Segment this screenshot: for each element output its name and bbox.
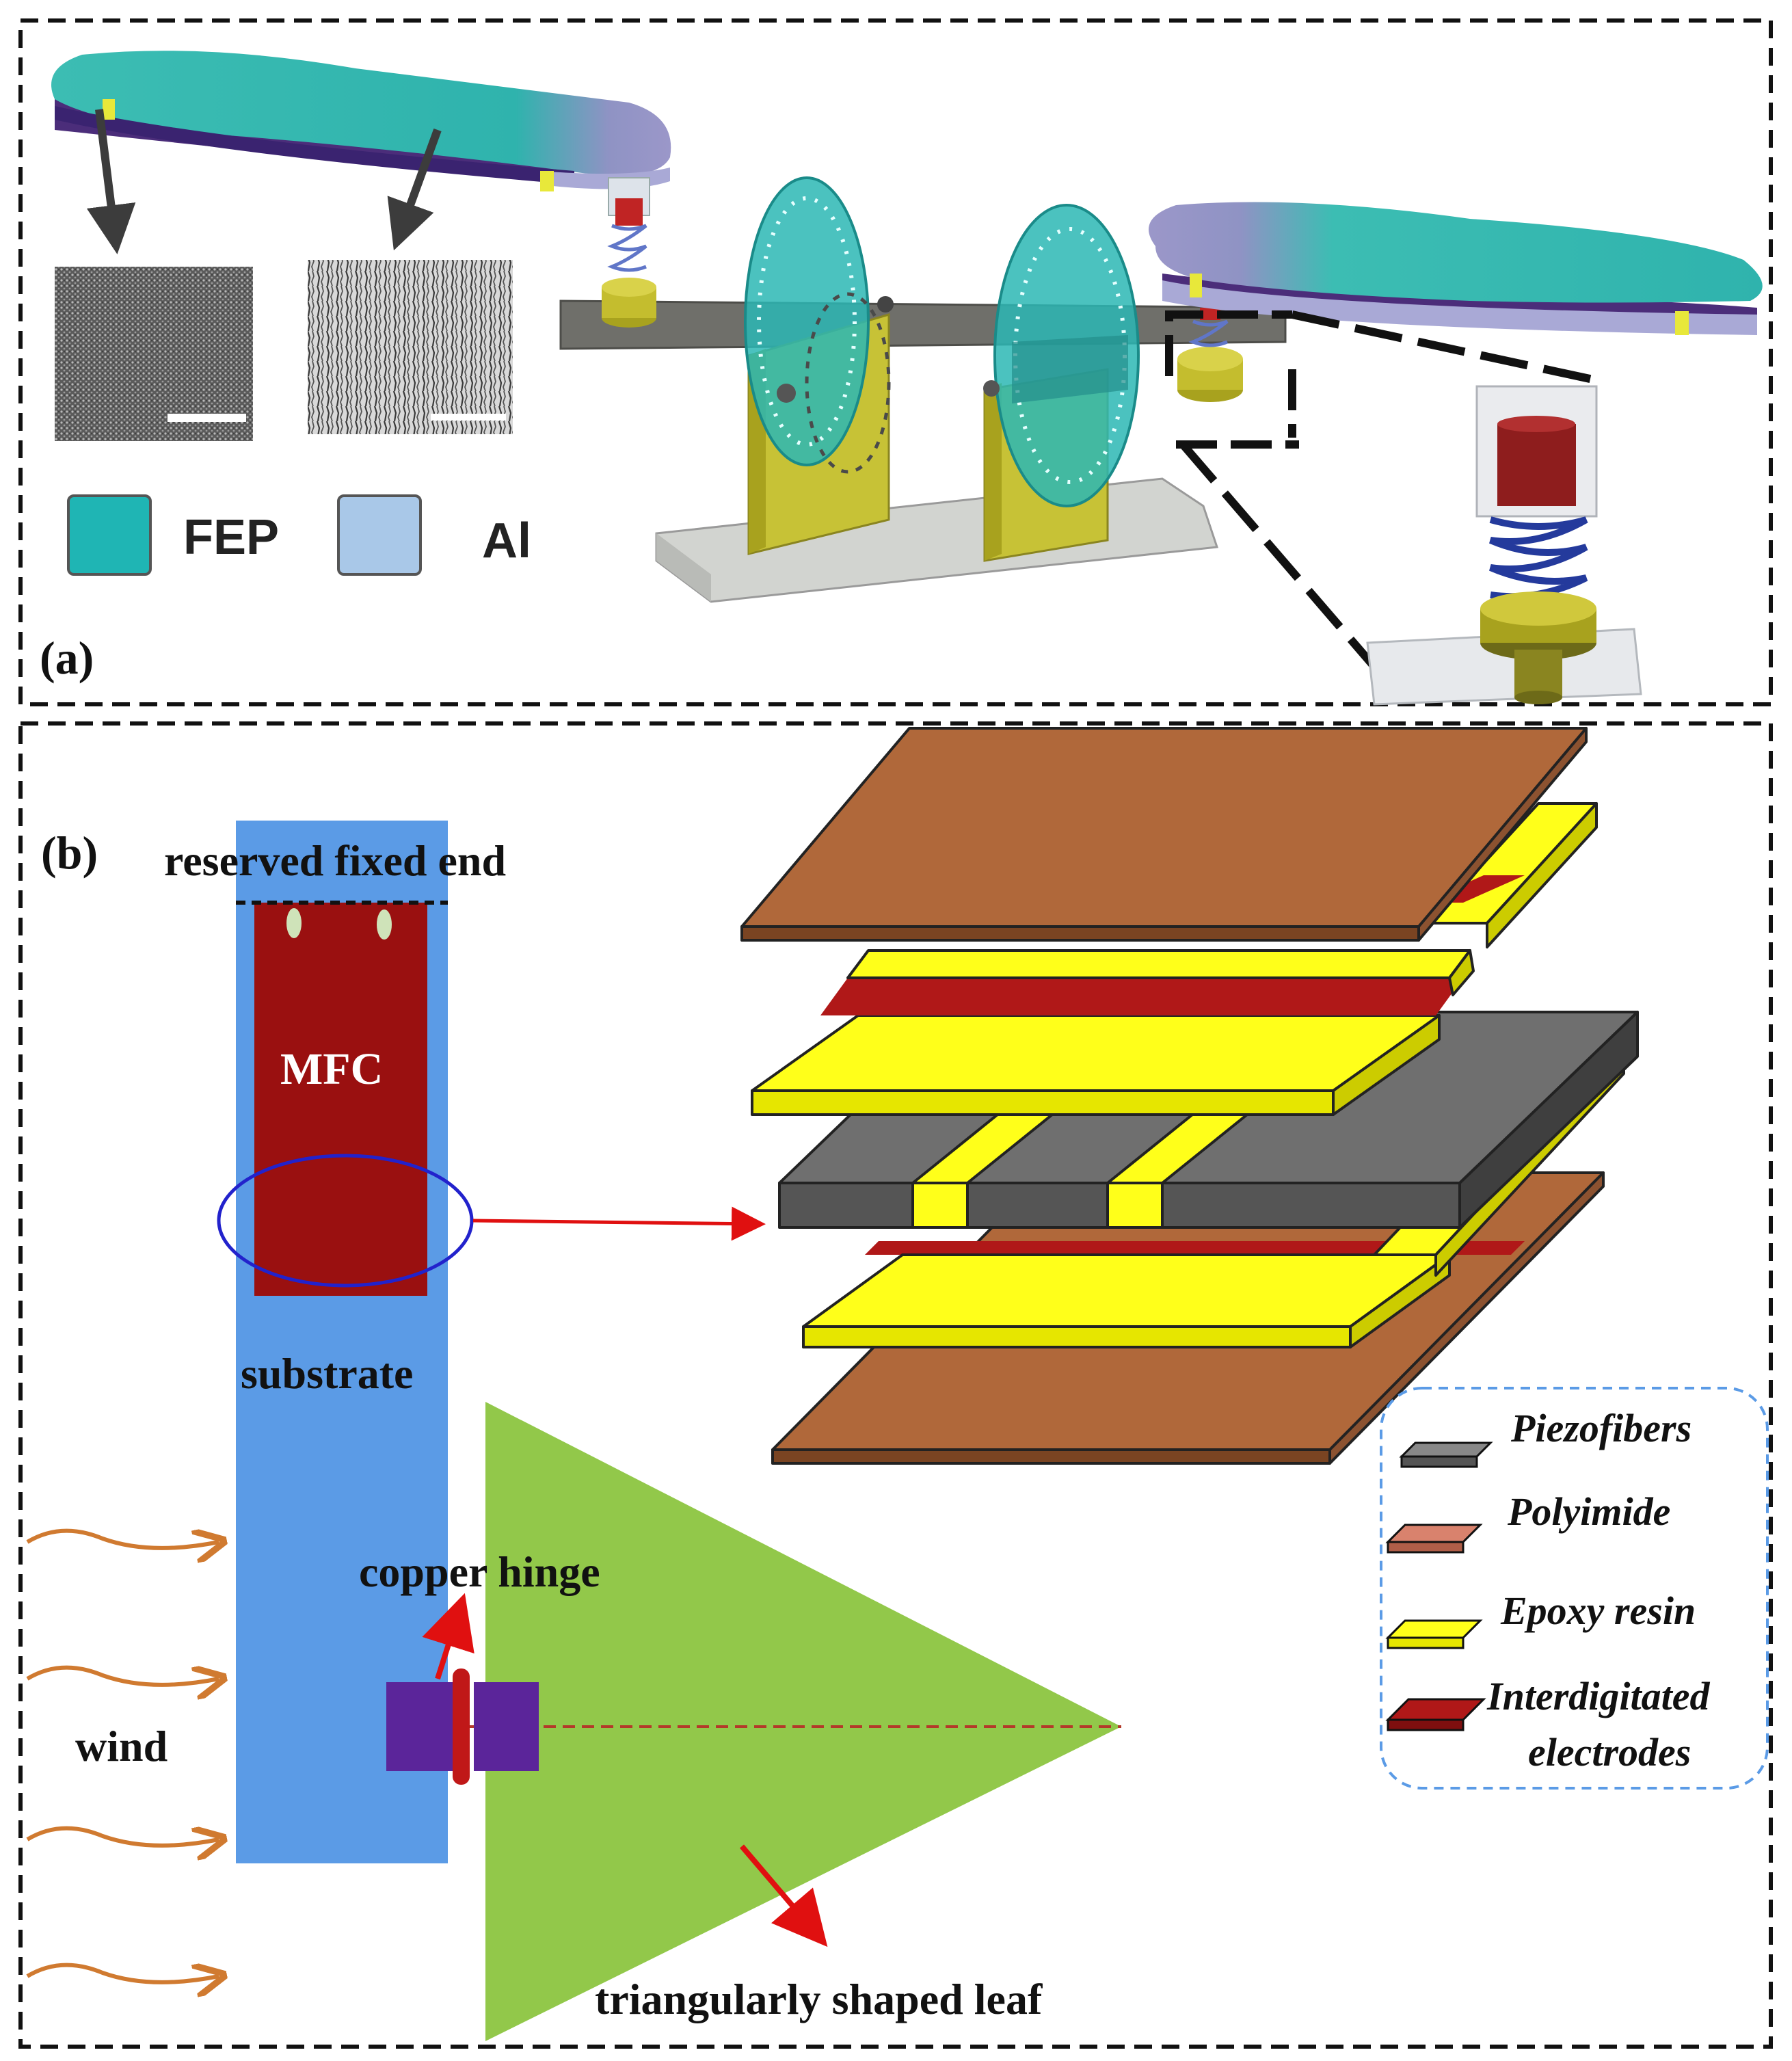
mfc-hole-left [286, 908, 302, 938]
legend-swatch-epoxy [1385, 1619, 1483, 1649]
mfc-hole-right [377, 909, 392, 940]
wind-label: wind [75, 1722, 168, 1770]
electrode-bottom [865, 1241, 1525, 1255]
epoxy-top [751, 1014, 1441, 1092]
spring-detail [1366, 385, 1642, 706]
mfc-label: MFC [280, 1044, 383, 1094]
al-label: Al [482, 514, 531, 568]
zoom-arrow [472, 1206, 766, 1241]
legend-label-piezofibers: Piezofibers [1510, 1406, 1691, 1450]
zoom-box [1165, 310, 1299, 449]
legend-label-electrodes: Interdigitated [1486, 1674, 1710, 1718]
substrate-label: substrate [241, 1349, 413, 1398]
copper-hinge-label: copper hinge [359, 1547, 600, 1596]
hinge-right-block [474, 1682, 539, 1771]
mfc-layer-stack [740, 727, 1639, 1465]
panel-b-label: (b) [41, 827, 98, 879]
al-swatch [337, 494, 422, 576]
sem-image-al [308, 260, 513, 434]
wind-arrow-3 [26, 1829, 219, 1846]
right-insole [1149, 202, 1763, 335]
arrow-to-sem-al [387, 128, 442, 251]
wind-arrow-2 [26, 1668, 219, 1685]
panel-b-frame [18, 721, 1773, 2049]
zoom-line-bottom [1179, 442, 1378, 669]
legend-swatch-electrodes [1385, 1698, 1486, 1731]
panel-a-frame [18, 18, 1773, 706]
fep-label: FEP [183, 510, 279, 565]
panel-a-label: (a) [40, 632, 94, 684]
legend-swatch-piezofibers [1399, 1441, 1493, 1468]
left-insole [51, 51, 671, 226]
mfc-patch [254, 903, 427, 1296]
legend-b-frame [1380, 1387, 1769, 1790]
hinge-pin [453, 1668, 470, 1785]
legend-swatch-polyimide [1385, 1524, 1483, 1554]
electrode-top [820, 978, 1463, 1015]
triangular-leaf [485, 1402, 1121, 2041]
fixed-end-label: reserved fixed end [164, 836, 506, 885]
sem-image-fep [55, 267, 253, 441]
leaf-arrow [739, 1844, 828, 1947]
arrow-to-sem-fep [86, 109, 136, 254]
zoom-line-top [1291, 310, 1594, 384]
hinge-left-block [386, 1682, 455, 1771]
epoxy-bottom [802, 1253, 1451, 1328]
leaf-label: triangularly shaped leaf [595, 1975, 1043, 2023]
zoom-ellipse [217, 1154, 474, 1288]
fep-swatch [67, 494, 152, 576]
wind-arrow-1 [26, 1531, 219, 1548]
legend-label-polyimide: Polyimide [1507, 1489, 1670, 1534]
wind-arrow-4 [26, 1965, 219, 1982]
legend-label-electrodes-line2: electrodes [1528, 1730, 1691, 1774]
test-rig [559, 176, 1287, 603]
legend-label-epoxy: Epoxy resin [1500, 1588, 1696, 1633]
hinge-arrow [422, 1593, 474, 1680]
